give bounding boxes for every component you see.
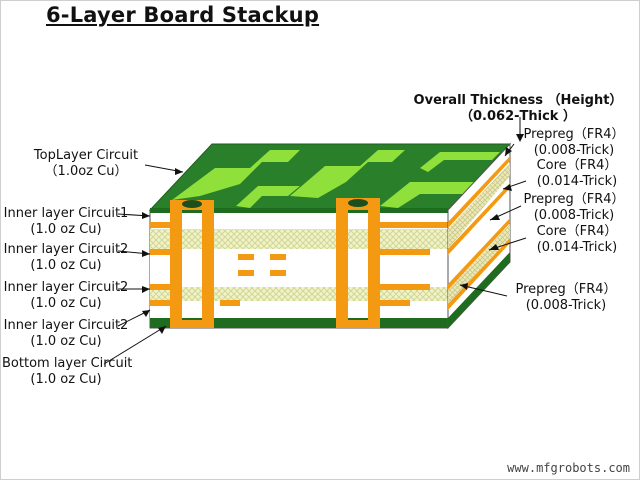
top-trace [380,182,480,208]
label-text: (0.008-Trick) [533,208,615,223]
prepreg-band [150,229,448,249]
label-text: (0.008-Trick) [533,143,615,158]
label-text: Inner layer Circuit2 [3,318,129,333]
side-copper [448,183,510,255]
label-text: (0.014-Trick) [536,174,618,189]
inner-copper-pad [220,300,240,306]
label-text: (1.0 oz Cu) [30,222,102,237]
label-inner-layer-circuit-1: Inner layer Circuit1 (1.0 oz Cu) [2,206,130,238]
label-text: (0.008-Trick) [525,298,607,313]
inner-copper-pad [380,300,410,306]
label-text: Core（FR4） [536,224,618,239]
inner-copper-pad [150,222,172,228]
label-inner-layer-circuit-2c: Inner layer Circuit2 (1.0 oz Cu) [2,318,130,350]
top-trace [420,152,500,172]
via-hole [182,200,202,208]
inner-copper-pad [380,249,430,255]
label-inner-layer-circuit-2b: Inner layer Circuit2 (1.0 oz Cu) [2,280,130,312]
label-text: TopLayer Circuit [33,148,139,163]
label-text: Prepreg（FR4） [523,127,625,142]
inner-copper-pad [238,270,254,276]
label-text: (1.0 oz Cu) [30,372,102,387]
label-inner-layer-circuit-2a: Inner layer Circuit2 (1.0 oz Cu) [2,242,130,274]
label-text: Inner layer Circuit2 [3,242,129,257]
label-prepreg-1: Prepreg（FR4） (0.008-Trick) [515,127,633,159]
label-core-2: Core（FR4） (0.014-Trick) [521,224,633,256]
top-copper-edge [150,208,448,213]
label-text: (1.0 oz Cu) [30,296,102,311]
label-text: Core（FR4） [536,158,618,173]
label-core-1: Core（FR4） (0.014-Trick) [521,158,633,190]
side-copper [448,238,510,310]
label-text: Inner layer Circuit1 [3,206,129,221]
label-text: Prepreg（FR4） [515,282,617,297]
inner-copper-pad [150,284,172,290]
bottom-copper-edge [150,318,448,328]
label-text: Prepreg（FR4） [523,192,625,207]
core-band [150,250,448,286]
top-trace [290,150,405,198]
side-copper [448,218,510,290]
label-top-layer-circuit: TopLayer Circuit （1.0oz Cu） [30,148,142,180]
label-bottom-layer-circuit: Bottom layer Circuit (1.0 oz Cu) [2,356,133,388]
overall-thickness-value: （0.062-Thick ） [460,109,576,124]
label-text: (1.0 oz Cu) [30,258,102,273]
inner-copper-pad [150,249,172,255]
top-trace [172,150,300,200]
diagram-title: 6-Layer Board Stackup [46,3,320,27]
inner-copper-pad [270,270,286,276]
label-text: Inner layer Circuit2 [3,280,129,295]
label-prepreg-3: Prepreg（FR4） (0.008-Trick) [506,282,626,314]
label-text: (0.014-Trick) [536,240,618,255]
overall-thickness-label: Overall Thickness （Height） （0.062-Thick … [408,93,628,125]
overall-thickness-line1: Overall Thickness （Height） [413,93,623,108]
arrow-heads [142,134,524,334]
side-mask [448,252,510,328]
side-copper [448,156,510,228]
label-text: Bottom layer Circuit [2,356,133,371]
label-text: （1.0oz Cu） [44,164,128,179]
watermark: www.mfgrobots.com [507,461,630,475]
label-text: (1.0 oz Cu) [30,334,102,349]
inner-copper-pad [380,222,448,228]
via-right [336,198,380,328]
top-trace [236,186,300,208]
label-prepreg-2: Prepreg（FR4） (0.008-Trick) [515,192,633,224]
side-prepreg [448,163,510,249]
via-hole [348,199,368,207]
inner-copper-pad [150,300,172,306]
inner-copper-pad [270,254,286,260]
side-prepreg [448,224,510,304]
inner-copper-pad [380,284,430,290]
inner-copper-pad [238,254,254,260]
